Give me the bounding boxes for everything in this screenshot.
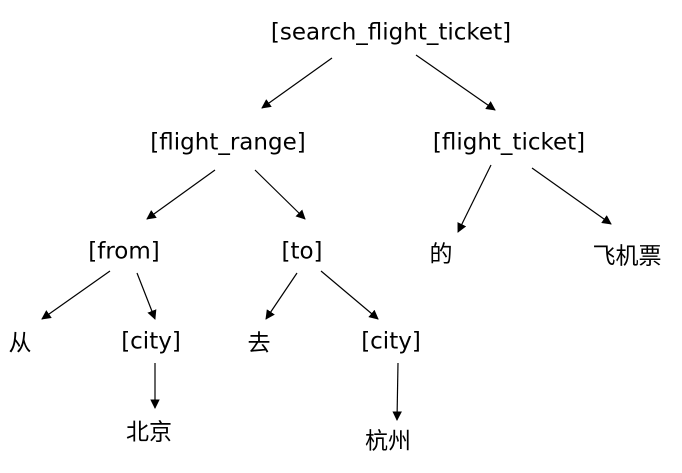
node-hangzhou: 杭州 <box>365 428 411 455</box>
node-de: 的 <box>429 241 453 268</box>
edge-flight-ticket-to-feijipiao <box>531 167 612 225</box>
node-search-flight-ticket: [search_flight_ticket] <box>270 19 512 46</box>
edge-flight-range-to-to <box>254 169 306 220</box>
edge-from-to-city <box>136 272 157 320</box>
edge-flight-ticket-to-de <box>457 164 492 233</box>
edge-from-to-cong <box>41 270 111 320</box>
edge-root-to-flight-ticket <box>415 54 496 111</box>
node-feijipiao: 飞机票 <box>592 243 662 270</box>
node-to: [to] <box>281 238 323 265</box>
node-flight-range: [flight_range] <box>150 129 306 156</box>
node-from: [from] <box>88 238 160 265</box>
edge-to-to-qu <box>265 272 298 320</box>
node-cong: 从 <box>8 330 32 357</box>
node-city-from: [city] <box>121 328 181 355</box>
node-city-to: [city] <box>361 328 421 355</box>
edge-city-to-hangzhou <box>392 362 402 421</box>
edge-to-to-city <box>320 270 379 320</box>
node-flight-ticket: [flight_ticket] <box>432 129 586 156</box>
node-qu: 去 <box>247 330 271 357</box>
edge-root-to-flight-range <box>261 57 333 109</box>
edge-flight-range-to-from <box>146 169 216 220</box>
node-beijing: 北京 <box>126 419 172 446</box>
